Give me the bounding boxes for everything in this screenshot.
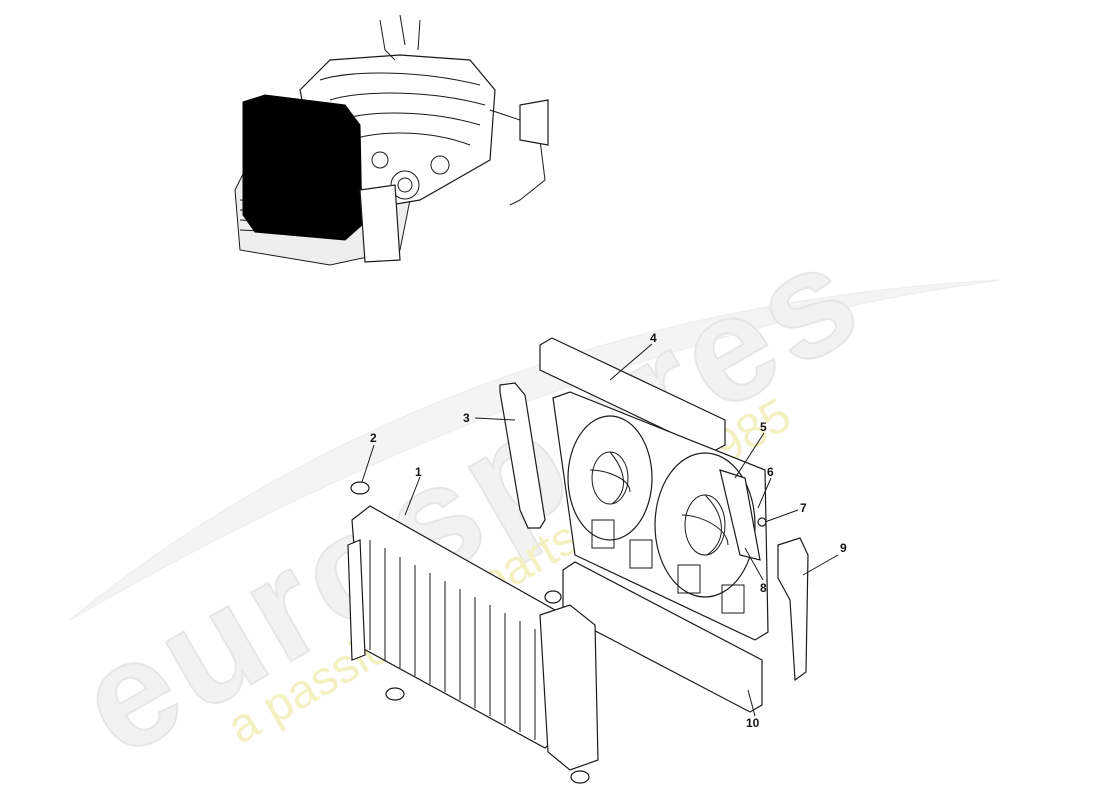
fan-blades	[589, 451, 729, 556]
callout-3: 3	[463, 411, 470, 425]
part-2-grommets	[350, 481, 590, 784]
part-9-side-seal	[777, 537, 809, 682]
radiator-left-tank	[347, 539, 366, 661]
callout-5: 5	[760, 420, 767, 434]
radiator-highlight	[242, 94, 363, 241]
leader-lines	[361, 343, 839, 717]
callout-9: 9	[840, 541, 847, 555]
part-7-bolt	[757, 517, 767, 527]
coolant-tank	[359, 184, 401, 263]
callout-labels: 1 2 3 4 5 6 7 8 9 10	[370, 331, 847, 730]
grommet-right-top	[544, 590, 562, 604]
part-3-side-seal	[499, 382, 546, 529]
grommet-top	[350, 481, 370, 495]
callout-1: 1	[415, 465, 422, 479]
watermark-swoosh	[69, 279, 1001, 621]
callout-7: 7	[800, 501, 807, 515]
callout-8: 8	[760, 581, 767, 595]
radiator-end-tank	[539, 604, 599, 771]
part-4-upper-seal	[539, 337, 726, 453]
callout-4: 4	[650, 331, 657, 345]
grommet-bottom-right	[570, 770, 590, 784]
part-1-radiator	[347, 505, 599, 771]
shroud-vents	[591, 519, 745, 614]
grommet-bottom-left	[385, 687, 405, 701]
fan-shroud-assembly	[552, 391, 769, 641]
radiator-fins	[369, 540, 536, 740]
callout-10: 10	[746, 716, 760, 730]
fan-left	[567, 415, 653, 541]
callout-6: 6	[767, 465, 774, 479]
callout-2: 2	[370, 431, 377, 445]
bracket	[519, 99, 549, 146]
engine-overview	[234, 14, 549, 266]
